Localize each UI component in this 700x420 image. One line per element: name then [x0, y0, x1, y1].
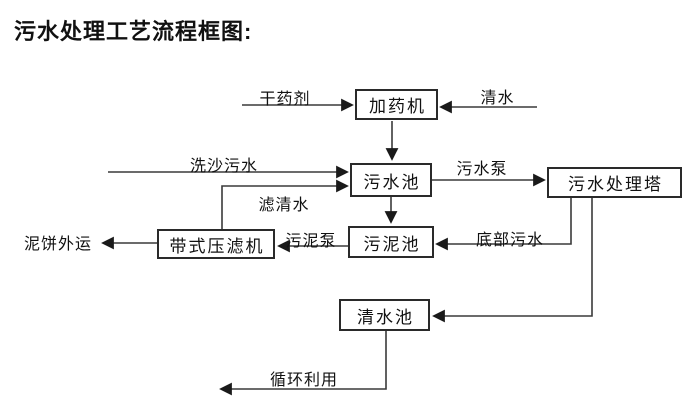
edge-filtered-water-press-to-sewage-pool — [221, 179, 349, 229]
node-sludge-pool: 污泥池 — [348, 226, 434, 258]
label-mud-cake-out: 泥饼外运 — [23, 236, 92, 253]
label-recycle: 循环利用 — [269, 372, 338, 389]
diagram-title: 污水处理工艺流程框图: — [14, 19, 253, 44]
label-sewage-pump: 污水泵 — [456, 161, 508, 178]
node-belt-filter-press: 带式压滤机 — [157, 229, 275, 259]
node-clean-water-pool: 清水池 — [339, 299, 430, 331]
edge-tower-to-clean-water-pool — [432, 198, 593, 323]
label-clean-water: 清水 — [480, 90, 515, 107]
label-sludge-pump: 污泥泵 — [285, 233, 337, 250]
label-dry-agent: 干药剂 — [259, 91, 311, 108]
label-filtered-water: 滤清水 — [258, 197, 310, 214]
node-dosing-machine: 加药机 — [355, 89, 438, 120]
label-sand-washing-sewage: 洗沙污水 — [189, 158, 258, 175]
label-bottom-sewage: 底部污水 — [475, 232, 544, 249]
edge-clean-water-pool-to-recycle — [219, 331, 387, 396]
edge-tower-bottom-sewage-to-sludge-pool — [435, 198, 572, 251]
node-sewage-pool: 污水池 — [350, 163, 432, 197]
node-treatment-tower: 污水处理塔 — [547, 167, 682, 198]
